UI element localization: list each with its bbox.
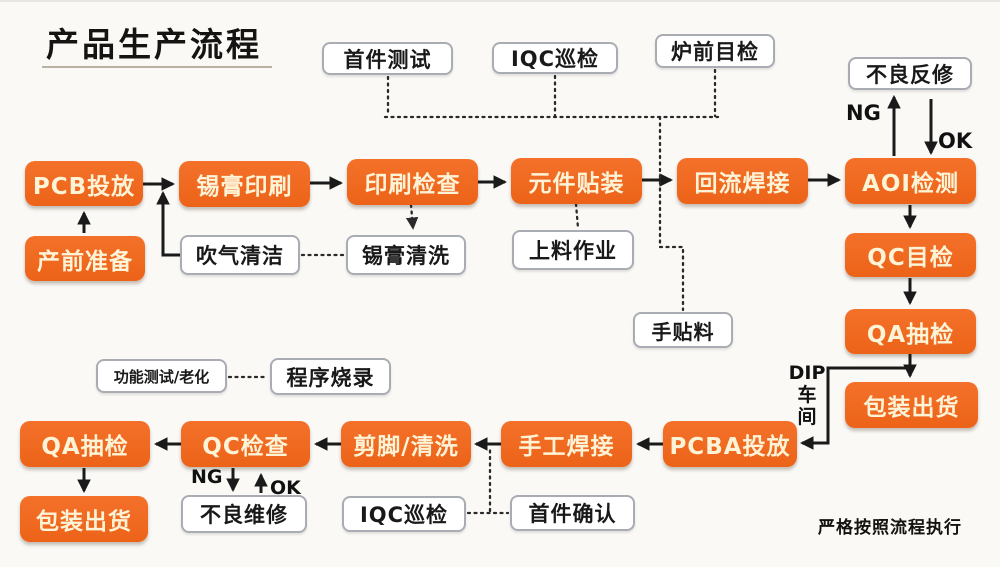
process-cut-clean: 剪脚/清洗 (341, 421, 471, 467)
note-defect-rework: 不良反修 (848, 57, 972, 90)
note-paste-clean: 锡膏清洗 (346, 235, 466, 275)
label-dip-line3: 间 (797, 406, 817, 428)
arrow-dip-branch-to-pcba-feed (799, 366, 910, 450)
dotted-component-mount-to-material-loading (574, 202, 580, 230)
note-iqc-patrol-top: IQC巡检 (492, 42, 618, 74)
note-defect-repair: 不良维修 (181, 495, 307, 533)
process-qa-sampling-right: QA抽检 (845, 309, 976, 354)
process-qc-check: QC检查 (181, 421, 310, 467)
note-iqc-patrol-bottom: IQC巡检 (342, 496, 466, 532)
process-component-mount: 元件贴装 (511, 158, 642, 204)
process-hand-solder: 手工焊接 (501, 421, 632, 467)
label-dip-line2: 车 (797, 384, 817, 406)
process-pcb-feed: PCB投放 (25, 161, 143, 206)
note-function-aging-test: 功能测试/老化 (96, 359, 227, 393)
label-ng-bottom: NG (191, 466, 223, 488)
note-material-loading: 上料作业 (512, 230, 634, 270)
process-aoi-inspect: AOI检测 (845, 158, 976, 204)
process-solder-paste-print: 锡膏印刷 (179, 161, 310, 207)
footer-note: 严格按照流程执行 (818, 518, 962, 538)
label-dip-workshop: DIP 车 间 (788, 362, 826, 428)
label-ng-top: NG (846, 101, 881, 125)
label-ok-top: OK (938, 129, 973, 153)
process-qc-visual: QC目检 (845, 233, 976, 277)
page-title: 产品生产流程 (46, 25, 262, 64)
process-pcba-feed: PCBA投放 (663, 421, 797, 467)
process-packing-bottom: 包装出货 (20, 496, 148, 542)
note-hand-placement: 手贴料 (633, 312, 733, 348)
dotted-print-inspect-to-paste-clean (405, 203, 419, 230)
process-qa-sampling-bottom: QA抽检 (20, 421, 150, 467)
note-air-blow-clean: 吹气清洁 (180, 235, 300, 275)
process-print-inspect: 印刷检查 (347, 159, 478, 205)
process-reflow-solder: 回流焊接 (677, 158, 808, 204)
label-ok-bottom: OK (270, 477, 301, 499)
title-underline (42, 66, 272, 68)
process-packing-right: 包装出货 (845, 382, 978, 428)
note-first-article-confirm: 首件确认 (510, 495, 635, 531)
dotted-bus-to-hand-placement (658, 115, 685, 312)
note-first-article-test: 首件测试 (322, 42, 453, 75)
note-furnace-visual: 炉前目检 (655, 34, 775, 68)
arrow-air-blow-to-main-line (156, 190, 181, 257)
process-pre-production: 产前准备 (25, 236, 145, 281)
label-dip-line1: DIP (788, 362, 826, 384)
note-program-burning: 程序烧录 (270, 358, 391, 395)
